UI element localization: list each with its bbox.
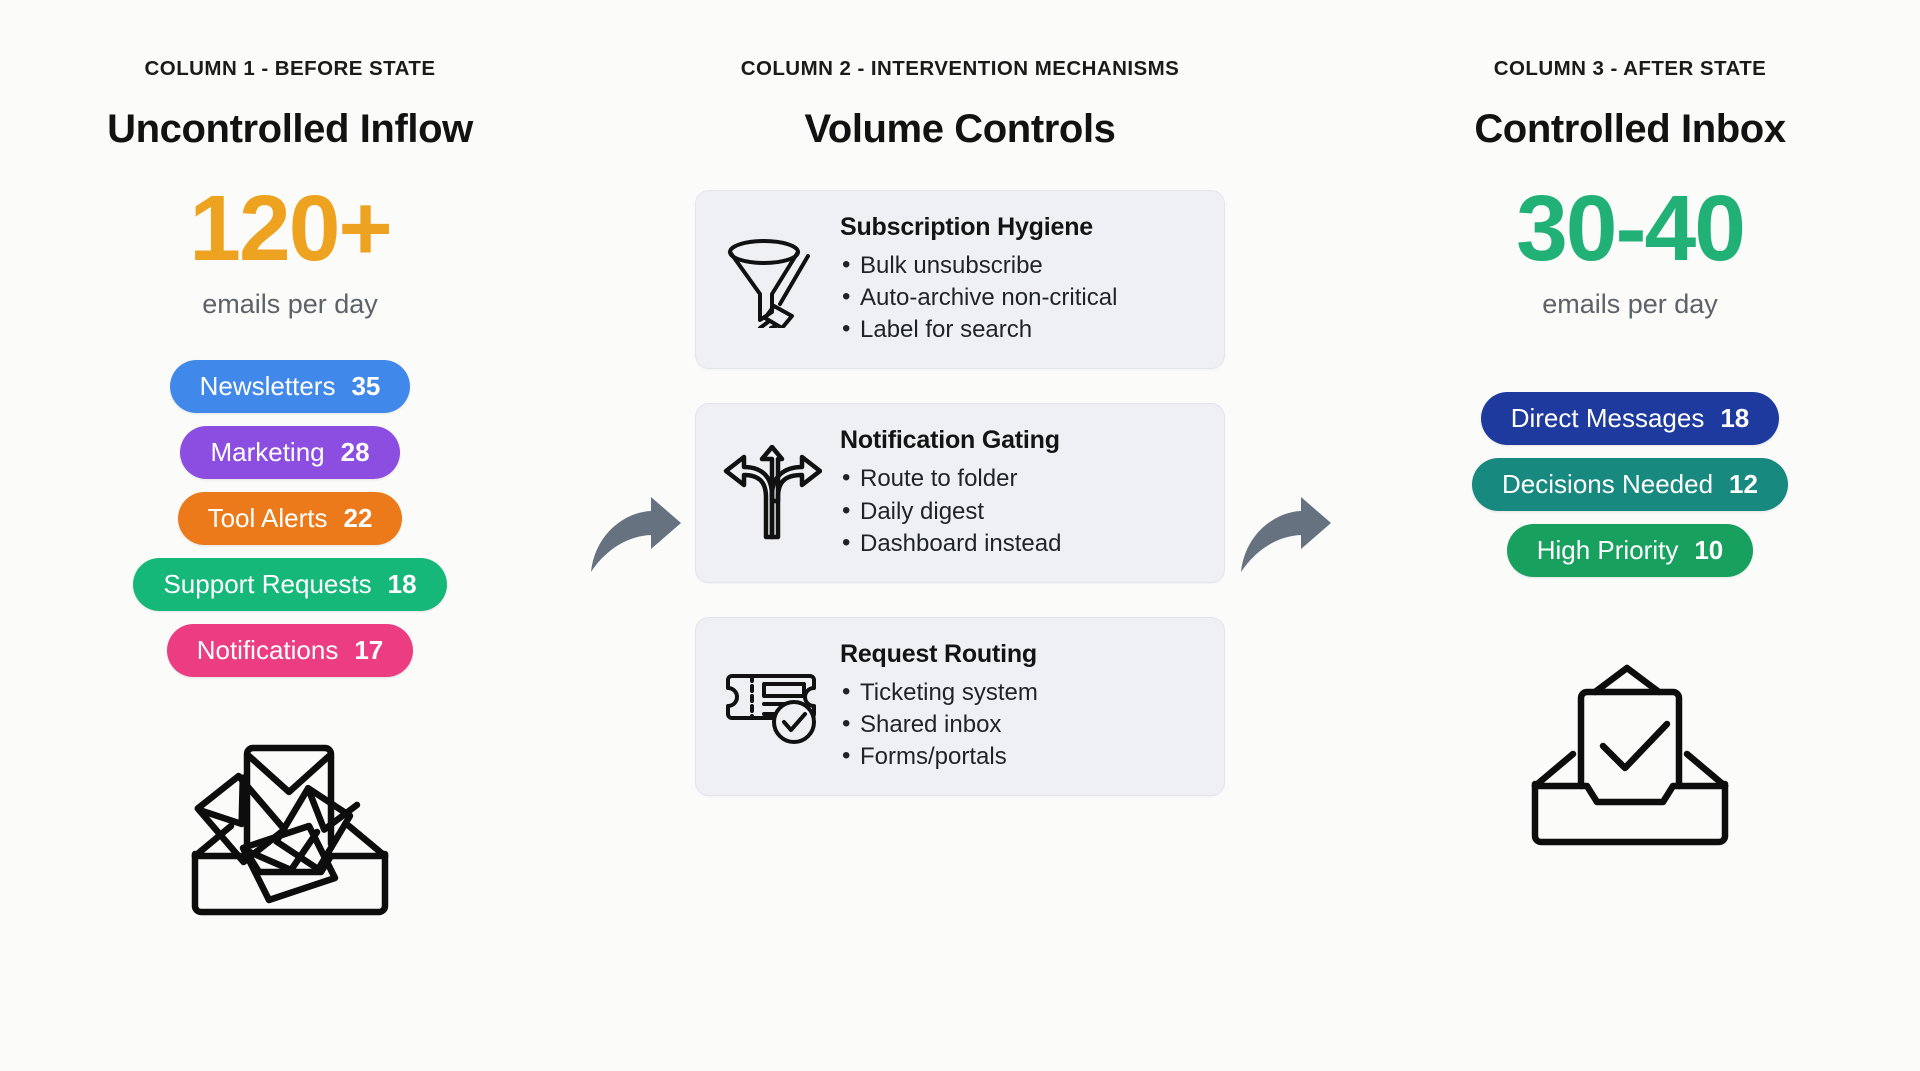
- column-3-eyebrow: COLUMN 3 - AFTER STATE: [1493, 57, 1767, 80]
- pill-label: Support Requests: [163, 569, 372, 599]
- pill-label: Notifications: [196, 635, 339, 665]
- column-3-headline: Controlled Inbox: [1474, 107, 1786, 151]
- column-3-caption: emails per day: [1542, 289, 1718, 319]
- card-request-routing[interactable]: Request Routing Ticketing system Shared …: [695, 616, 1225, 797]
- card-bullet-list: Route to folder Daily digest Dashboard i…: [840, 462, 1204, 560]
- pill-value: 22: [343, 503, 373, 533]
- pill-high-priority[interactable]: High Priority 10: [1506, 524, 1754, 577]
- pill-label: Direct Messages: [1510, 403, 1705, 433]
- column-2-eyebrow: COLUMN 2 - INTERVENTION MECHANISMS: [740, 57, 1180, 80]
- three-way-arrow-icon: [718, 445, 826, 541]
- card-bullet: Dashboard instead: [840, 527, 1204, 560]
- card-bullet-list: Ticketing system Shared inbox Forms/port…: [840, 676, 1204, 773]
- card-subscription-hygiene[interactable]: Subscription Hygiene Bulk unsubscribe Au…: [695, 190, 1225, 370]
- pill-value: 10: [1694, 535, 1724, 565]
- funnel-broom-icon: [718, 232, 826, 328]
- column-3-big-number: 30-40: [1516, 176, 1746, 280]
- card-title: Subscription Hygiene: [840, 213, 1093, 241]
- pill-value: 12: [1729, 469, 1758, 499]
- after-state-pill-list: Direct Messages 18 Decisions Needed 12 H…: [1340, 392, 1920, 590]
- column-1-caption: emails per day: [202, 289, 378, 319]
- column-2-headline: Volume Controls: [804, 107, 1116, 151]
- flow-arrow-2-icon: [1241, 496, 1331, 572]
- ticket-check-icon: [718, 664, 826, 750]
- clean-inbox-illustration: [1340, 662, 1920, 852]
- clean-inbox-check-icon: [1531, 664, 1729, 846]
- pill-label: Decisions Needed: [1502, 469, 1714, 499]
- pill-value: 35: [351, 371, 381, 401]
- card-bullet: Forms/portals: [840, 740, 1204, 773]
- card-bullet-list: Bulk unsubscribe Auto-archive non-critic…: [840, 249, 1204, 346]
- pill-label: Tool Alerts: [207, 503, 328, 533]
- pill-notifications[interactable]: Notifications 17: [166, 624, 414, 677]
- overflowing-inbox-icon: [191, 744, 389, 916]
- pill-value: 18: [387, 569, 417, 599]
- column-before-state: COLUMN 1 - BEFORE STATE Uncontrolled Inf…: [0, 0, 580, 1071]
- pill-value: 18: [1720, 403, 1750, 433]
- pill-tool-alerts[interactable]: Tool Alerts 22: [177, 492, 403, 545]
- flow-arrow-2-cell: [1230, 0, 1340, 1071]
- card-bullet: Daily digest: [840, 495, 1204, 528]
- column-1-eyebrow: COLUMN 1 - BEFORE STATE: [144, 57, 436, 80]
- flow-arrow-1-cell: [580, 0, 690, 1071]
- card-title: Notification Gating: [840, 426, 1060, 455]
- card-bullet: Label for search: [840, 313, 1204, 346]
- pill-decisions-needed[interactable]: Decisions Needed 12: [1472, 458, 1788, 511]
- card-bullet: Shared inbox: [840, 708, 1204, 741]
- overflowing-inbox-illustration: [0, 732, 580, 922]
- column-1-headline: Uncontrolled Inflow: [107, 107, 473, 151]
- card-body: Subscription Hygiene Bulk unsubscribe Au…: [840, 213, 1204, 346]
- pill-marketing[interactable]: Marketing 28: [180, 426, 400, 479]
- pill-newsletters[interactable]: Newsletters 35: [169, 360, 411, 413]
- card-body: Request Routing Ticketing system Shared …: [840, 640, 1204, 773]
- pill-support-requests[interactable]: Support Requests 18: [133, 558, 447, 611]
- flow-arrow-1-icon: [591, 496, 681, 572]
- column-intervention-mechanisms: COLUMN 2 - INTERVENTION MECHANISMS Volum…: [690, 0, 1230, 1071]
- card-title: Request Routing: [840, 639, 1037, 668]
- pill-value: 28: [340, 437, 370, 467]
- pill-label: High Priority: [1536, 535, 1679, 565]
- pill-value: 17: [354, 635, 384, 665]
- card-bullet: Route to folder: [840, 462, 1204, 495]
- card-bullet: Bulk unsubscribe: [840, 249, 1204, 282]
- pill-label: Marketing: [210, 437, 325, 467]
- card-body: Notification Gating Route to folder Dail…: [840, 426, 1204, 559]
- card-bullet: Auto-archive non-critical: [840, 281, 1204, 314]
- card-bullet: Ticketing system: [840, 676, 1204, 709]
- pill-label: Newsletters: [199, 371, 336, 401]
- mechanism-card-list: Subscription Hygiene Bulk unsubscribe Au…: [690, 190, 1230, 797]
- before-state-pill-list: Newsletters 35 Marketing 28 Tool Alerts …: [0, 360, 580, 690]
- column-1-big-number: 120+: [189, 176, 392, 280]
- pill-direct-messages[interactable]: Direct Messages 18: [1480, 392, 1780, 445]
- column-after-state: COLUMN 3 - AFTER STATE Controlled Inbox …: [1340, 0, 1920, 1071]
- card-notification-gating[interactable]: Notification Gating Route to folder Dail…: [695, 403, 1225, 583]
